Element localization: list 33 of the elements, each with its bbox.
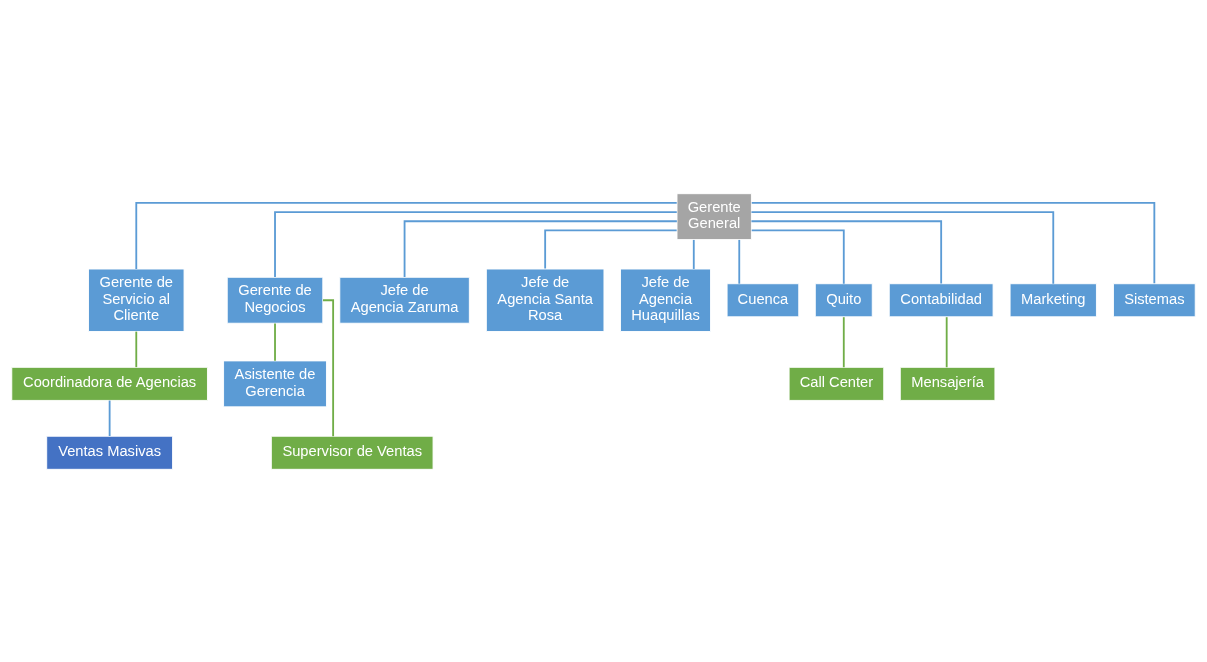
node-box: Supervisor de Ventas [270,435,434,470]
node-box: Jefe de Agencia Huaquillas [620,268,711,332]
node-box: Quito [814,282,873,317]
connector [842,315,845,368]
node-box: Gerente General [676,192,752,240]
connector [750,229,845,285]
connector [274,322,276,362]
node-box: Contabilidad [888,282,994,317]
node-box: Cuenca [726,282,800,317]
connector [945,315,948,368]
connector [403,219,678,278]
connector [750,210,1055,285]
connector [274,210,678,278]
node-box: Marketing [1009,282,1097,317]
connector [750,219,943,284]
connector [135,330,138,368]
connector [750,201,1156,284]
connector [135,201,678,270]
node-box: Call Center [788,366,885,401]
node-box: Mensajería [899,366,996,401]
node-box: Asistente de Gerencia [223,359,327,407]
connector [108,399,111,437]
connector [322,298,335,437]
node-box: Gerente de Negocios [226,276,324,324]
node-box: Sistemas [1113,282,1196,317]
connector [738,238,741,285]
connector [544,229,678,270]
node-box: Coordinadora de Agencias [11,366,208,401]
node-box: Jefe de Agencia Zaruma [339,276,470,324]
node-box: Gerente de Servicio al Cliente [88,268,185,332]
node-box: Ventas Masivas [46,435,174,470]
node-box: Jefe de Agencia Santa Rosa [485,268,605,332]
connector [692,238,695,270]
